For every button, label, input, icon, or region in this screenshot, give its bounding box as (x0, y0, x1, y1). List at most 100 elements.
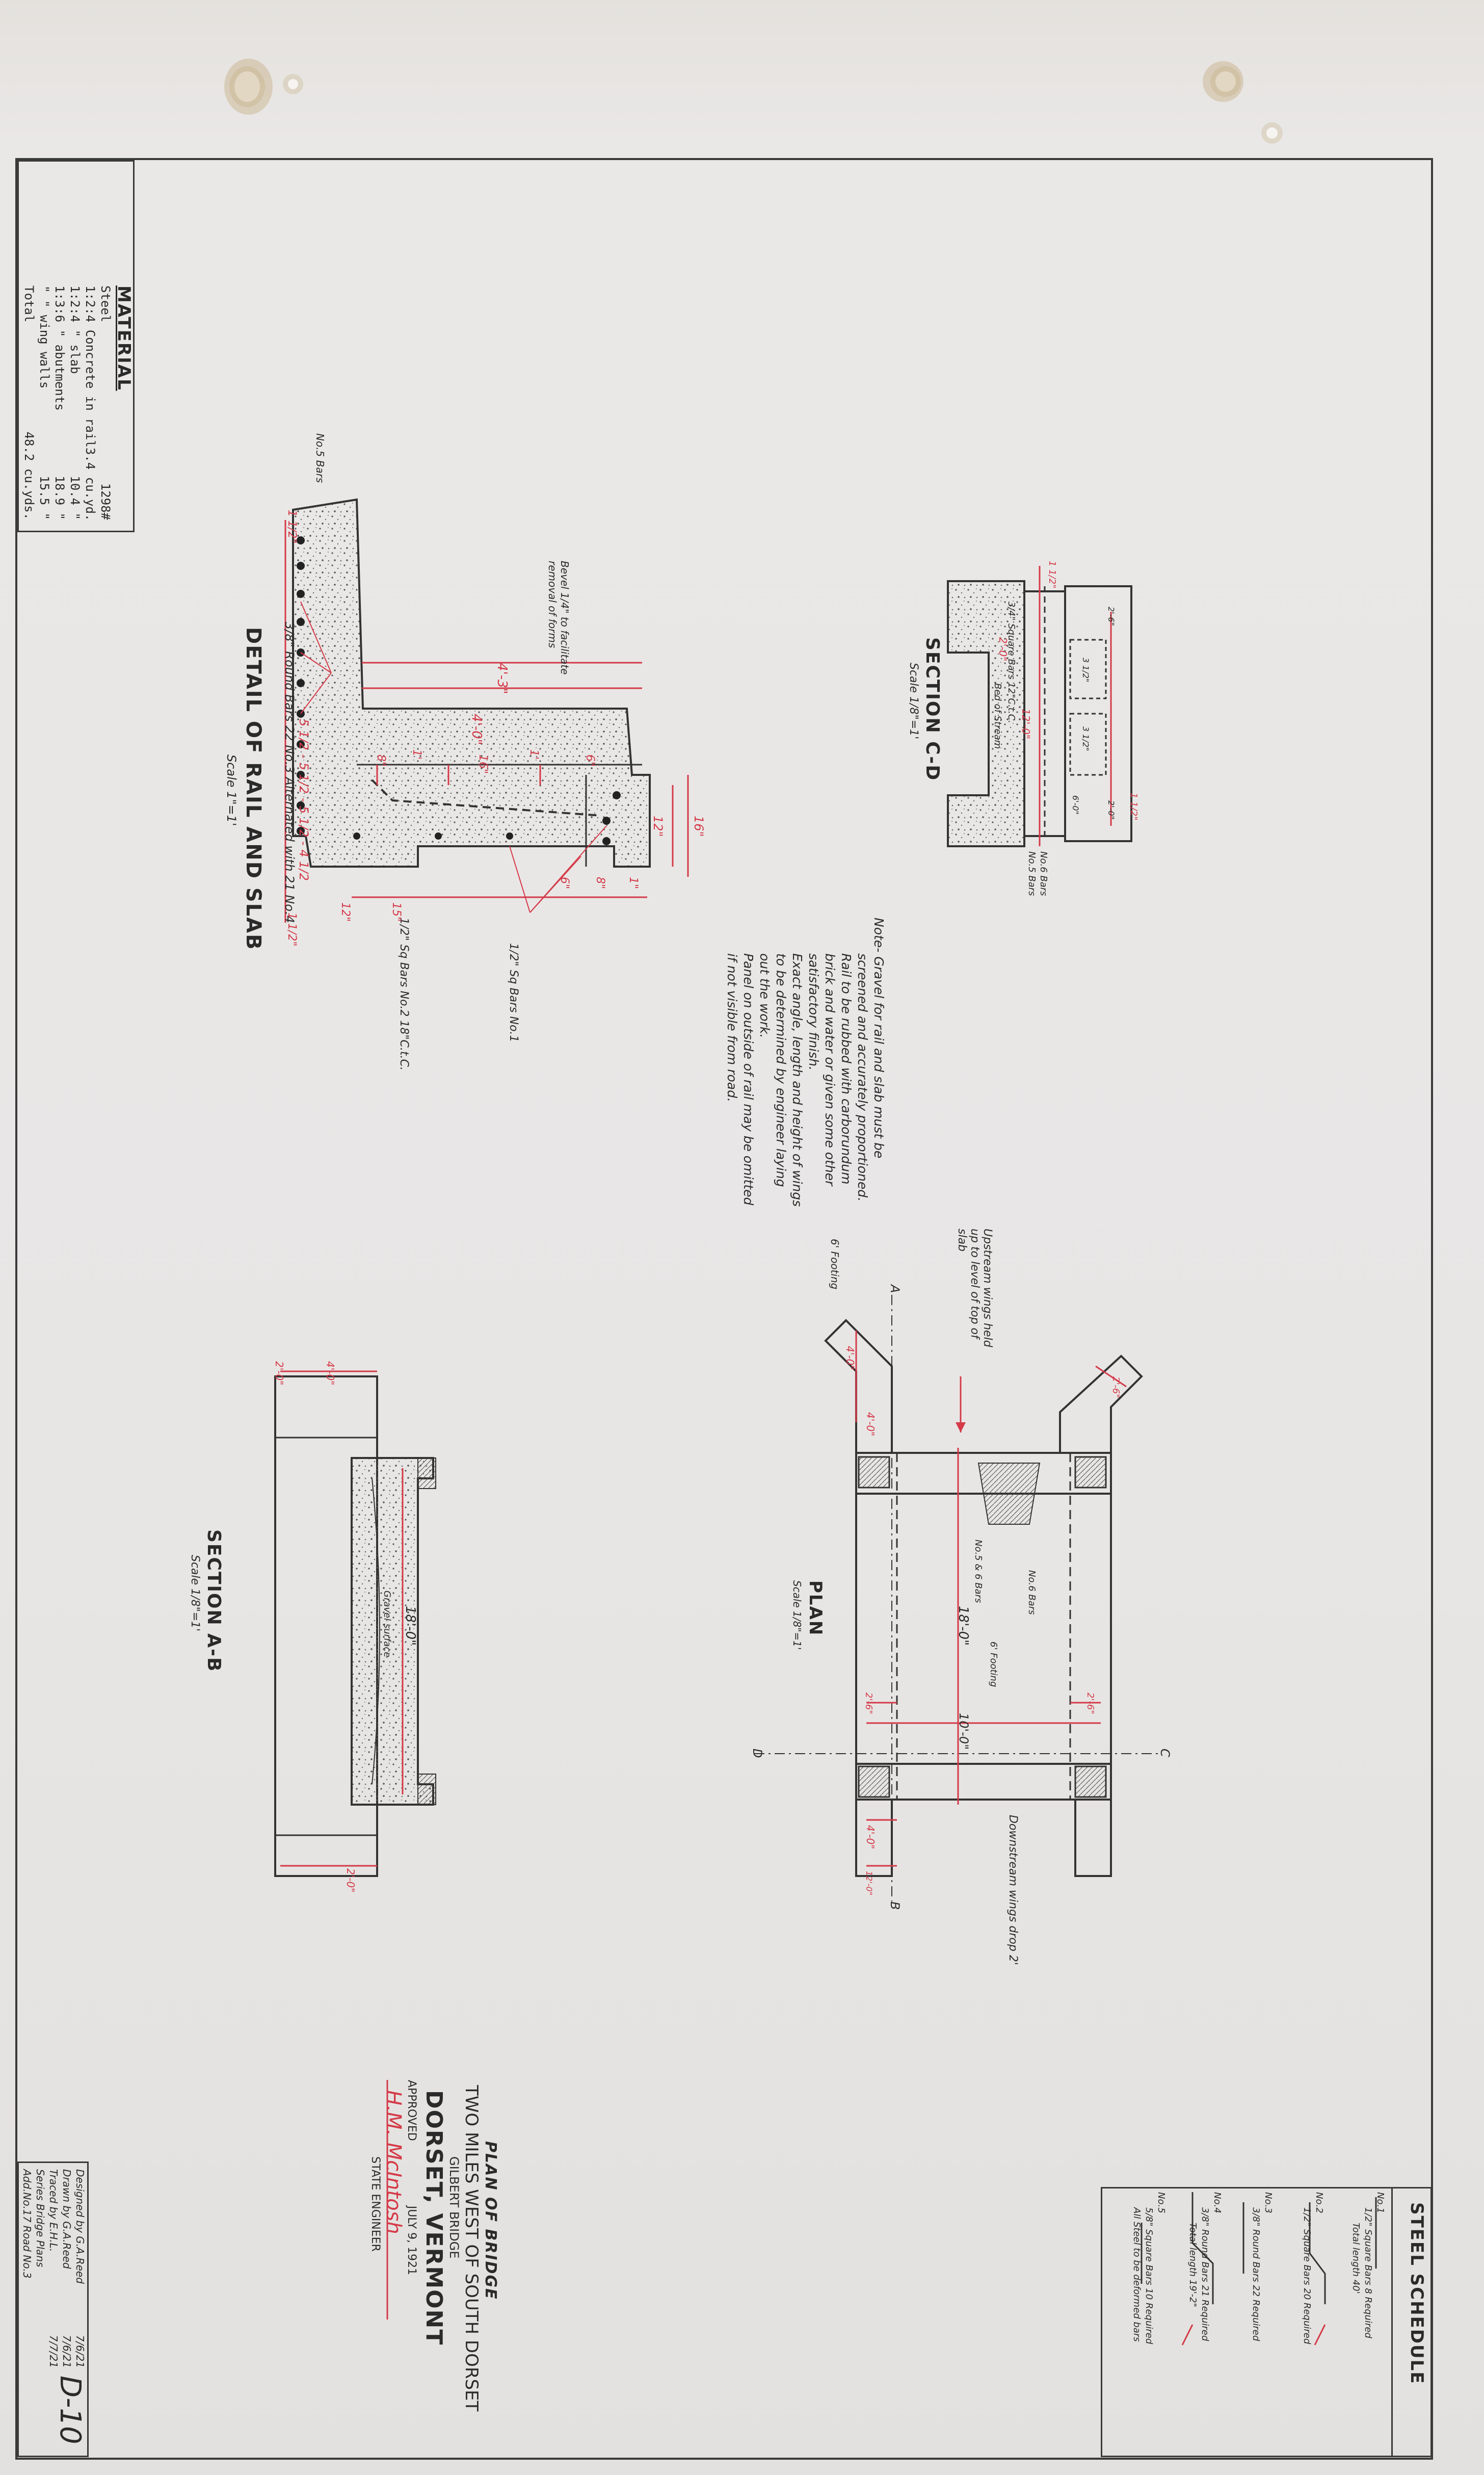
rail-slab-dim: 1' (410, 749, 423, 760)
rail-slab-scale: Scale 1"=1' (224, 754, 238, 826)
section-cd-dim: 3 1/2" (1081, 658, 1091, 683)
rail-slab-spacing: 5 1/2 - 5 1/2 - 5 1/2 - 4 1/2 (297, 719, 311, 881)
section-cd-scale: Scale 1/8"=1' (907, 663, 920, 740)
section-cd-dim: 12'-0" (1020, 709, 1032, 740)
approval-role: STATE ENGINEER (369, 2156, 382, 2252)
note-line: Panel on outside of rail may be omitted (741, 953, 756, 1206)
steel-item-no: No.1 (1375, 2192, 1386, 2213)
section-cd-title: SECTION C-D (922, 637, 943, 781)
section-cd-label-no6: No.6 Bars (1038, 851, 1049, 896)
plan-label-c: C (1158, 1749, 1172, 1757)
section-ab-title-block: SECTION A-B Scale 1/8"=1' (189, 1529, 224, 1672)
rail-slab-dim: 8" (375, 754, 387, 767)
rail-slab-dim: 1' (527, 749, 540, 760)
steel-item: No.2 1/2" Square Bars 20 Required (1301, 2192, 1325, 2344)
rail-slab-dim: 6" (584, 754, 596, 767)
section-cd-dim: 1 1/2" (1047, 561, 1057, 589)
plan-scale: Scale 1/8"=1' (791, 1580, 803, 1650)
rail-slab-title-block: DETAIL OF RAIL AND SLAB Scale 1"=1' (224, 627, 265, 951)
section-ab-dim: 2'-0" (273, 1361, 285, 1386)
pin-hole (234, 71, 260, 102)
rail-slab-dim: 4'-0" (469, 714, 484, 745)
steel-item-sub: Total length 40' (1350, 2223, 1361, 2294)
section-cd-drawing (947, 566, 1132, 847)
general-note: Note- Gravel for rail and slab must be s… (724, 918, 887, 1207)
rail-slab-dim: 12" (339, 902, 352, 922)
section-cd-label-bed: Bed of Stream (992, 683, 1003, 749)
steel-item-no: No.3 (1263, 2192, 1274, 2213)
section-cd-title-block: SECTION C-D Scale 1/8"=1' (907, 637, 943, 781)
steel-item: No.1 1/2" Square Bars 8 Required Total l… (1349, 2192, 1386, 2338)
steel-item-desc: 1/2" Square Bars 8 Required (1363, 2207, 1373, 2338)
note-line: if not visible from road. (725, 953, 739, 1102)
steel-item-no: No.5 (1156, 2192, 1167, 2213)
approval-line: APPROVED JULY 9, 1921 (405, 2080, 418, 2411)
plan-dim: 10'-0" (957, 1713, 971, 1750)
steel-item-no: No.4 (1212, 2192, 1223, 2213)
section-cd-label-bars: 3/4" Square Bars 12"C.t.C. (1006, 602, 1017, 723)
rail-slab-dim: 6" (558, 877, 571, 890)
rail-slab-detail-drawing (284, 498, 689, 923)
plan-dim: 2'-6" (1110, 1376, 1121, 1398)
plan-dim: 18'-0" (956, 1606, 971, 1646)
section-ab-dim: 4'-0" (324, 1361, 336, 1386)
rail-slab-title: DETAIL OF RAIL AND SLAB (242, 627, 265, 951)
material-box (17, 160, 135, 532)
steel-schedule-bars (1141, 2192, 1377, 2346)
plan-dim: 2'-6" (1085, 1692, 1096, 1714)
steel-item: No.5 5/8" Square Bars 10 Required All St… (1130, 2192, 1167, 2344)
plan-title: PLAN (805, 1580, 826, 1636)
section-ab-scale: Scale 1/8"=1' (189, 1555, 201, 1632)
rail-slab-dim: 16" (692, 816, 706, 837)
section-ab-title: SECTION A-B (203, 1529, 224, 1673)
plan-downstream-note: Downstream wings drop 2' (1006, 1815, 1019, 1965)
plan-label-a: A (888, 1285, 902, 1293)
note-line: Rail to be rubbed with carborundum (839, 953, 854, 1185)
pin-hole (288, 79, 298, 89)
rail-slab-dim: 1" (627, 877, 640, 890)
steel-schedule-title: STEEL SCHEDULE (1407, 2202, 1427, 2385)
section-cd-dim: 3 1/2" (1081, 726, 1091, 751)
approved-label: APPROVED (405, 2080, 418, 2141)
plan-dim: 2'-6" (863, 1692, 874, 1714)
section-cd-dim: 2'-0" (997, 637, 1009, 662)
section-ab-dim: 18'-0" (403, 1606, 418, 1646)
steel-item-desc: 5/8" Square Bars 10 Required (1144, 2207, 1154, 2344)
note-line: brick and water or given some other (823, 953, 837, 1186)
credit-line: Series Bridge Plans (34, 2169, 46, 2268)
rail-slab-label-no1: 1/2" Sq Bars No.1 (507, 943, 520, 1043)
plan-dim: 12'-0" (864, 1871, 874, 1896)
note-line: to be determined by engineer laying (774, 953, 788, 1187)
rail-slab-bar-note: 3/8" Round Bars 22 No.3 Alternated with … (282, 622, 297, 923)
plan-label-footing: 6' Footing (829, 1239, 841, 1290)
rail-slab-dim: 16" (476, 754, 489, 774)
section-ab-dim: 2'-0" (344, 1868, 357, 1893)
rail-slab-dim: 1 1/2" (285, 510, 298, 544)
drawing-border (15, 158, 1433, 2460)
steel-item-sub: Total length 19'-2" (1187, 2223, 1198, 2307)
plan-label-no6: No.6 Bars (1026, 1570, 1037, 1615)
pin-hole (1215, 71, 1236, 92)
plan-label-b: B (888, 1901, 902, 1910)
title-line-1: PLAN OF BRIDGE (482, 2141, 499, 2300)
rail-slab-label-no5: No.5 Bars (314, 433, 326, 483)
section-cd-dim: 6'-0" (1071, 795, 1080, 815)
rail-slab-label-bevel: Bevel 1/4" to facilitate removal of form… (546, 561, 571, 675)
rail-slab-dim: 12" (651, 816, 665, 837)
pin-hole (1266, 127, 1278, 139)
rail-slab-dim: 4'-3" (494, 663, 510, 694)
note-line: Exact angle, length and height of wings (790, 953, 805, 1207)
stain (1203, 61, 1243, 102)
plan-upstream-note: Upstream wings held up to level of top o… (956, 1229, 994, 1347)
title-line-3: GILBERT BRIDGE (447, 2156, 461, 2259)
section-cd-dim: 1 1/2" (1128, 793, 1139, 821)
steel-item-sub: All Steel to be deformed bars (1131, 2207, 1142, 2342)
steel-item-desc: 3/8" Round Bars 21 Required (1200, 2207, 1210, 2341)
steel-item-desc: 3/8" Round Bars 22 Required (1251, 2207, 1261, 2341)
note-line: Note- Gravel for rail and slab must be (871, 918, 886, 1159)
title-line-2: TWO MILES WEST OF SOUTH DORSET (461, 2085, 482, 2412)
rail-slab-dim: 8" (594, 877, 606, 890)
